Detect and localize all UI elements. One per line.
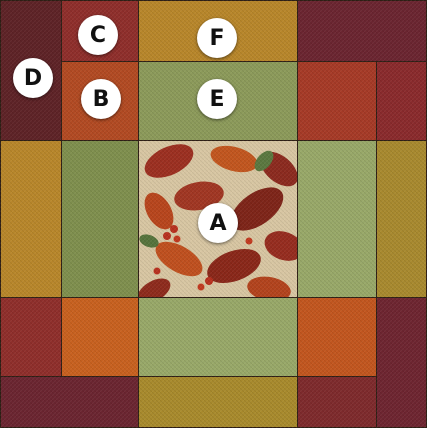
- label-e-text: E: [209, 87, 224, 112]
- patch-red-bottom-right: [297, 376, 377, 428]
- patch-sage-left: [61, 140, 139, 298]
- label-d: D: [13, 58, 53, 98]
- patch-orange-lower-left: [61, 297, 139, 377]
- patch-burgundy-top-right: [297, 0, 427, 62]
- patch-burgundy-bottom-left: [0, 376, 139, 428]
- patch-sage-right: [297, 140, 377, 298]
- label-b: B: [81, 79, 121, 119]
- patch-sage-lower-center: [138, 297, 298, 377]
- label-d-text: D: [24, 66, 42, 91]
- patch-rust-upper-right: [297, 61, 377, 141]
- patch-golden-right: [376, 140, 427, 298]
- patch-golden-bottom: [138, 376, 298, 428]
- label-f: F: [197, 18, 237, 58]
- label-a-text: A: [209, 211, 226, 236]
- label-e: E: [197, 79, 237, 119]
- patch-red-lower-left: [0, 297, 62, 377]
- label-b-text: B: [93, 87, 110, 112]
- patch-golden-left: [0, 140, 62, 298]
- patch-burgundy-lower-right: [376, 297, 427, 428]
- label-c-text: C: [90, 23, 106, 48]
- label-c: C: [78, 15, 118, 55]
- patch-orange-lower-right: [297, 297, 377, 377]
- label-f-text: F: [209, 26, 224, 51]
- patch-red-right-edge: [376, 61, 427, 141]
- label-a: A: [198, 203, 238, 243]
